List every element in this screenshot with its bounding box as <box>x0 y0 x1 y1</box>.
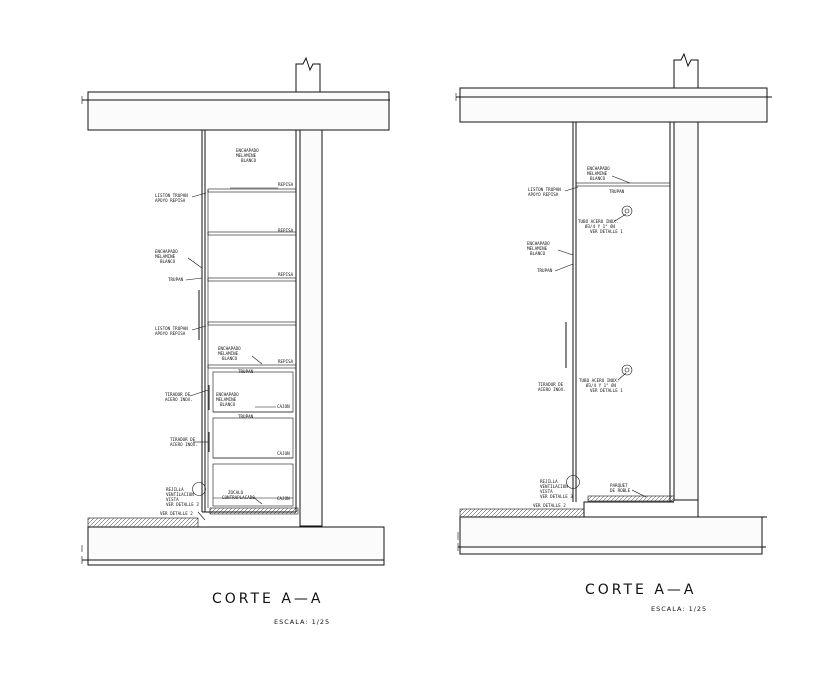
right-cabinet <box>565 122 671 502</box>
label-tirador: TIRADOR DE <box>165 392 191 397</box>
left-section: ENCHAPADO MELAMINE BLANCO REPISA LISTON … <box>81 56 390 626</box>
svg-text:VER DETALLE 3: VER DETALLE 3 <box>166 502 199 507</box>
right-annotations: ENCHAPADO MELAMINE BLANCO LISTON TRUPAN … <box>527 166 647 508</box>
label-enchapado-top: ENCHAPADO <box>236 148 259 153</box>
right-title: CORTE A—A <box>585 582 697 598</box>
svg-text:BLANCO: BLANCO <box>222 356 238 361</box>
svg-text:BLANCO: BLANCO <box>160 259 176 264</box>
label-trupan: TRUPAN <box>537 268 553 273</box>
right-section: ENCHAPADO MELAMINE BLANCO LISTON TRUPAN … <box>455 52 772 613</box>
label-trupan: TRUPAN <box>609 189 625 194</box>
svg-text:MELAMINE: MELAMINE <box>218 351 239 356</box>
svg-text:VER DETALLE 1: VER DETALLE 1 <box>590 388 623 393</box>
svg-text:VENTILACION: VENTILACION <box>540 484 568 489</box>
left-annotations: ENCHAPADO MELAMINE BLANCO REPISA LISTON … <box>155 148 294 516</box>
svg-text:BLANCO: BLANCO <box>590 176 606 181</box>
label-tirador: TIRADOR DE <box>538 382 564 387</box>
label-detalle-2: VER DETALLE 2 <box>160 511 193 516</box>
label-repisa: REPISA <box>278 359 294 364</box>
label-repisa: REPISA <box>278 228 294 233</box>
svg-text:VER DETALLE 1: VER DETALLE 1 <box>590 229 623 234</box>
label-tirador: TIRADOR DE <box>170 437 196 442</box>
label-detalle-2: VER DETALLE 2 <box>533 503 566 508</box>
label-enchapado-mid: ENCHAPADO <box>218 346 241 351</box>
tube-bottom <box>621 364 633 376</box>
label-liston: LISTON TRUPAN <box>155 193 188 198</box>
label-trupan: TRUPAN <box>238 369 254 374</box>
label-cajon: CAJON <box>277 404 290 409</box>
svg-text:APOYO REPISA: APOYO REPISA <box>528 192 559 197</box>
svg-text:ACERO INOX.: ACERO INOX. <box>170 442 198 447</box>
svg-text:Ø3/4 Y 1" Ø4: Ø3/4 Y 1" Ø4 <box>586 383 617 388</box>
svg-text:Ø3/4 Y 1" Ø4: Ø3/4 Y 1" Ø4 <box>585 224 616 229</box>
svg-text:VISTA: VISTA <box>166 497 179 502</box>
svg-text:VER DETALLE 3: VER DETALLE 3 <box>540 494 573 499</box>
left-detail-circle <box>192 482 206 496</box>
label-cajon: CAJON <box>277 496 290 501</box>
label-tubo: TUBO ACERO INOX. <box>579 378 619 383</box>
svg-text:MELAMINE: MELAMINE <box>587 171 608 176</box>
label-rejilla: REJILLA <box>540 479 558 484</box>
tube-top <box>621 205 633 217</box>
svg-text:ACERO INOX.: ACERO INOX. <box>165 397 193 402</box>
svg-text:APOYO REPISA: APOYO REPISA <box>155 331 186 336</box>
svg-text:MELAMINE: MELAMINE <box>527 246 548 251</box>
svg-text:MELAMINE: MELAMINE <box>236 153 257 158</box>
left-floor-finish <box>87 517 199 528</box>
svg-text:ACERO INOX.: ACERO INOX. <box>538 387 566 392</box>
right-top-slab <box>459 87 768 123</box>
svg-text:CONTRAPLACADO: CONTRAPLACADO <box>222 495 255 500</box>
label-parquet: PARQUET <box>610 483 628 488</box>
right-scale: ESCALA: 1/25 <box>651 605 707 613</box>
label-enchapado-side: ENCHAPADO <box>155 249 178 254</box>
svg-text:BLANCO: BLANCO <box>241 158 257 163</box>
right-wall <box>673 121 699 501</box>
label-enchapado-side: ENCHAPADO <box>527 241 550 246</box>
svg-text:BLANCO: BLANCO <box>530 251 546 256</box>
label-liston: LISTON TRUPAN <box>155 326 188 331</box>
label-trupan: TRUPAN <box>168 277 184 282</box>
svg-text:MELAMINE: MELAMINE <box>155 254 176 259</box>
label-repisa: REPISA <box>278 182 294 187</box>
svg-text:DE ROBLE: DE ROBLE <box>610 488 631 493</box>
svg-text:MELAMINE: MELAMINE <box>216 397 237 402</box>
right-parquet <box>587 495 675 502</box>
svg-text:APOYO REPISA: APOYO REPISA <box>155 198 186 203</box>
label-zocalo: ZOCALO <box>228 490 244 495</box>
right-bottom-slab <box>459 516 763 555</box>
svg-text:VISTA: VISTA <box>540 489 553 494</box>
label-enchapado-low: ENCHAPADO <box>216 392 239 397</box>
label-trupan: TRUPAN <box>238 414 254 419</box>
left-scale: ESCALA: 1/25 <box>274 618 330 626</box>
label-rejilla: REJILLA <box>166 487 184 492</box>
label-cajon: CAJON <box>277 451 290 456</box>
left-cabinet <box>192 130 297 521</box>
left-bottom-slab <box>87 526 385 566</box>
label-tubo: TUBO ACERO INOX. <box>578 219 618 224</box>
label-enchapado-top: ENCHAPADO <box>587 166 610 171</box>
left-wall <box>299 129 323 527</box>
left-top-slab <box>87 91 390 131</box>
label-liston: LISTON TRUPAN <box>528 187 561 192</box>
svg-text:VENTILACION: VENTILACION <box>166 492 194 497</box>
right-detail-circle <box>566 475 580 489</box>
svg-text:BLANCO: BLANCO <box>220 402 236 407</box>
left-title: CORTE A—A <box>212 591 324 607</box>
label-repisa: REPISA <box>278 272 294 277</box>
